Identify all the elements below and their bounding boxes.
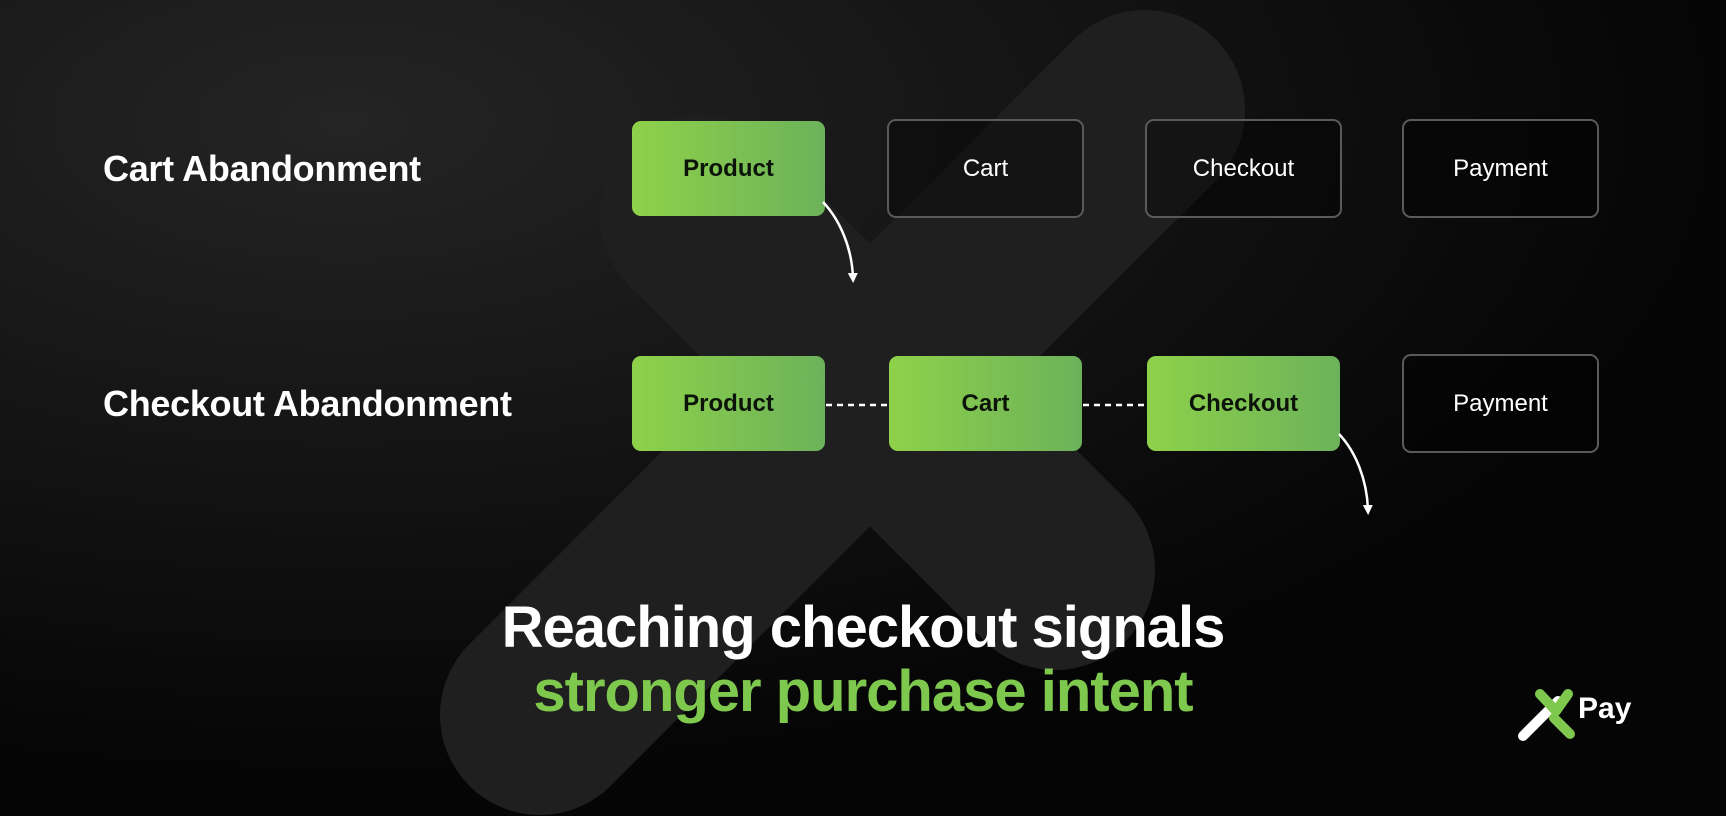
brand-name: Pay (1578, 692, 1632, 725)
headline-line-2: stronger purchase intent (533, 659, 1193, 724)
row1-step-checkout: Checkout (1145, 119, 1342, 218)
xpay-logo-icon (1518, 689, 1575, 741)
row2-step-cart: Cart (889, 356, 1082, 451)
row1-step-cart: Cart (887, 119, 1084, 218)
headline-line-1: Reaching checkout signals (501, 595, 1226, 660)
row2-step-product: Product (632, 356, 825, 451)
row2-step-checkout: Checkout (1147, 356, 1340, 451)
watermark-x-icon (440, 10, 1245, 815)
row-label-cart-abandonment: Cart Abandonment (103, 148, 421, 189)
row2-step-payment: Payment (1402, 354, 1599, 453)
row1-step-payment: Payment (1402, 119, 1599, 218)
row-label-checkout-abandonment: Checkout Abandonment (103, 383, 512, 424)
row1-step-product: Product (632, 121, 825, 216)
